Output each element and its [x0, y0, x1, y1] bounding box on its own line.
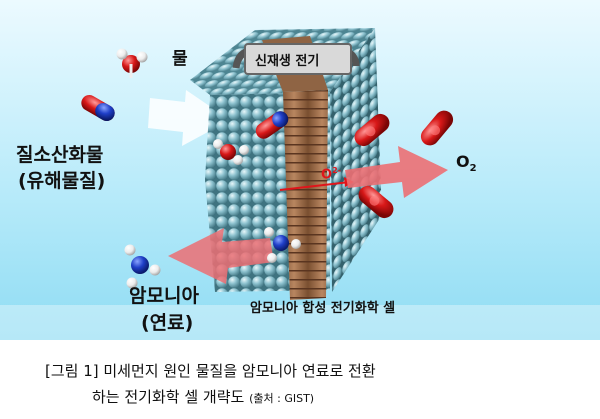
label-renewable-electricity: 신재생 전기 — [255, 54, 320, 69]
input-arrow — [148, 90, 230, 146]
label-cell-name: 암모니아 합성 전기화학 셀 — [250, 301, 396, 316]
oxygen-molecule-3 — [420, 110, 454, 146]
oxygen-molecule-1 — [354, 113, 390, 147]
caption-line-2: 하는 전기화학 셀 개략도 (출처 : GIST) — [92, 386, 314, 407]
adsorbed-nitric-oxide — [255, 111, 289, 139]
electrolyte-membrane — [283, 90, 328, 300]
oxygen-molecule-2 — [358, 185, 394, 219]
caption-line-2-text: 하는 전기화학 셀 개략도 — [92, 388, 245, 406]
label-nitrogen-oxide: 질소산화물 — [16, 144, 104, 166]
caption-source: (출처 : GIST) — [249, 392, 315, 405]
water-molecule — [116, 48, 148, 78]
nitric-oxide-molecule — [81, 95, 115, 121]
label-water: 물 — [172, 49, 188, 69]
oxide-ion-arrow — [279, 181, 351, 191]
adsorbed-ammonia — [264, 227, 301, 263]
label-oxide-ion: O2- — [321, 166, 341, 183]
label-fuel: (연료) — [141, 312, 194, 334]
adsorbed-water — [213, 139, 249, 165]
label-oxygen: O2 — [456, 152, 477, 175]
oxygen-output-arrow — [345, 146, 448, 198]
caption-line-1: [그림 1] 미세먼지 원인 물질을 암모니아 연료로 전환 — [45, 362, 376, 380]
power-supply-box — [244, 43, 352, 75]
ammonia-output-arrow — [168, 228, 274, 284]
label-harmful-substance: (유해물질) — [18, 170, 106, 192]
label-ammonia: 암모니아 — [129, 285, 199, 307]
ammonia-molecule — [124, 244, 161, 289]
electrode-right-face — [330, 28, 382, 292]
